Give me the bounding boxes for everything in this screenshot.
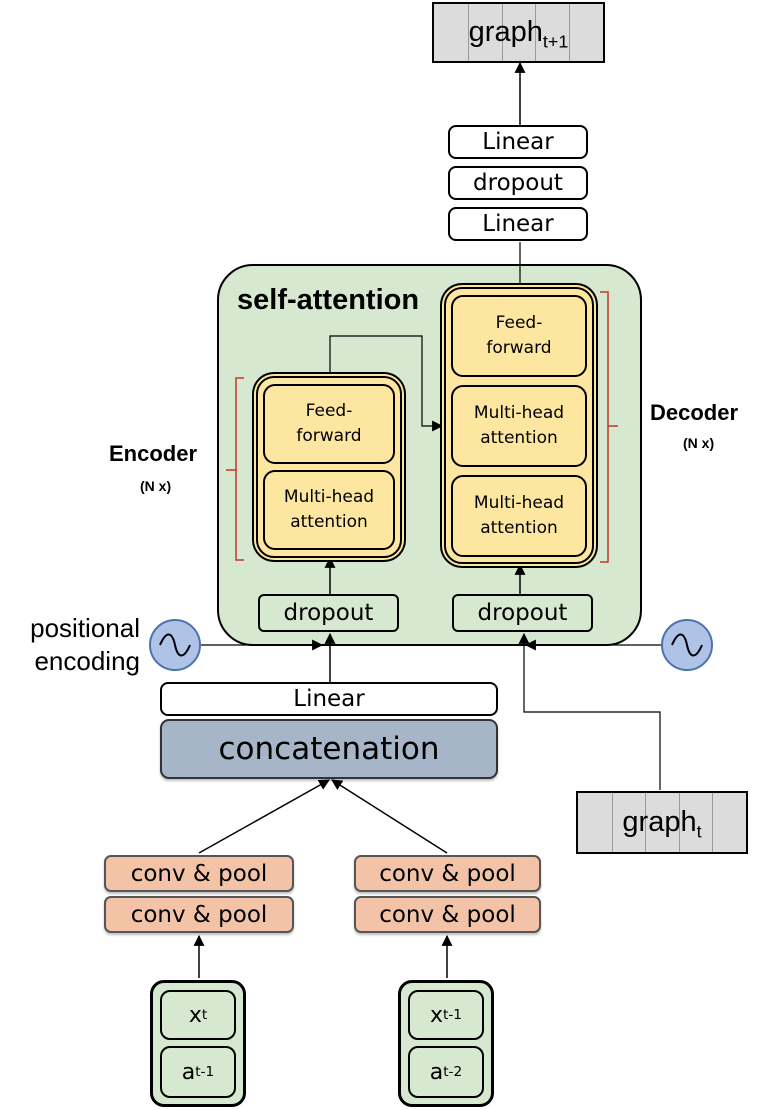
concatenation-block: concatenation — [160, 719, 498, 779]
head-dropout: dropout — [448, 166, 588, 200]
self-attention-title: self-attention — [237, 284, 420, 316]
branch2-conv-bottom: conv & pool — [354, 896, 541, 933]
head-linear-top: Linear — [448, 125, 588, 159]
branch1-conv-bottom: conv & pool — [104, 896, 294, 933]
decoder-brace — [600, 291, 618, 563]
branch1-conv-top: conv & pool — [104, 855, 294, 892]
positional-encoding-line2: encoding — [34, 646, 140, 676]
decoder-attention-2: Multi-head attention — [451, 475, 587, 557]
encoder-count: (N x) — [140, 478, 172, 494]
decoder-attention-1: Multi-head attention — [451, 385, 587, 467]
encoder-attention: Multi-head attention — [263, 470, 395, 550]
decoder-count: (N x) — [683, 435, 715, 451]
sine-wave-icon — [661, 619, 713, 671]
decoder-feed-forward: Feed- forward — [451, 295, 587, 377]
encoder-dropout: dropout — [258, 594, 399, 632]
branch2-conv-top: conv & pool — [354, 855, 541, 892]
encoder-feed-forward: Feed- forward — [263, 384, 395, 464]
positional-encoding-label: positional encoding — [18, 612, 140, 678]
output-graph-label: grapht+1 — [468, 16, 569, 52]
encoder-brace — [226, 377, 244, 561]
arrow-branch2-concat — [331, 779, 448, 854]
arrow-encoder-decoder — [329, 335, 444, 432]
encoder-label: Encoder — [109, 441, 198, 466]
input-linear: Linear — [160, 682, 498, 716]
decoder-label: Decoder — [650, 400, 739, 425]
arrow-branch1-concat — [198, 779, 330, 854]
input-graph-box: grapht — [576, 791, 748, 854]
positional-encoding-line1: positional — [30, 613, 140, 643]
input-graph-label: grapht — [622, 806, 702, 842]
head-linear-bottom: Linear — [448, 207, 588, 241]
output-graph-box: grapht+1 — [432, 2, 605, 63]
sine-wave-icon — [149, 619, 201, 671]
decoder-dropout: dropout — [452, 594, 593, 632]
line-graph-t — [518, 632, 661, 790]
